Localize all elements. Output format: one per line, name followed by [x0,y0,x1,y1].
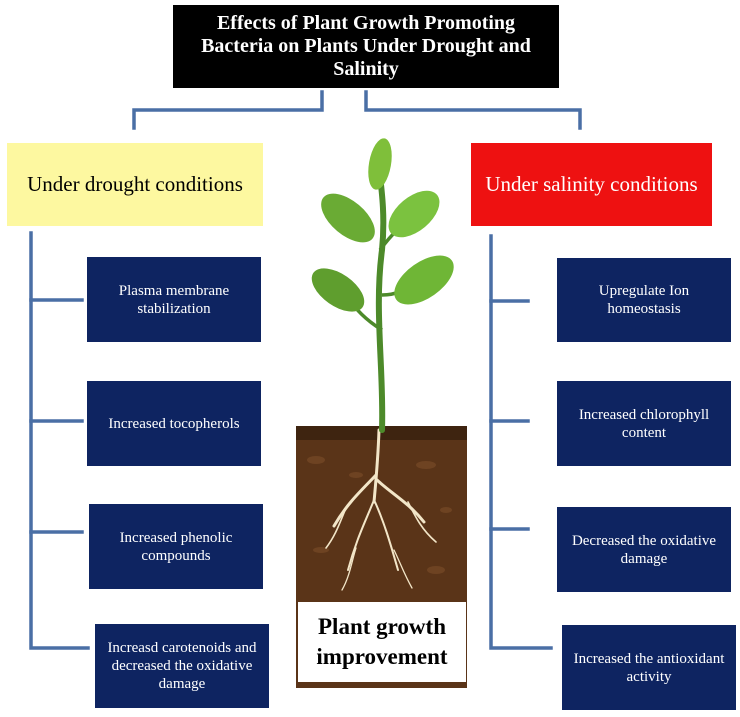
connector-salinity-trunk [489,234,553,650]
drought-effect-4: Increasd carotenoids and decreased the o… [95,624,269,708]
drought-effect-2: Increased tocopherols [87,381,261,466]
roots [325,428,437,591]
diagram-title: Effects of Plant Growth Promoting Bacter… [173,5,559,88]
salinity-header: Under salinity conditions [471,143,712,226]
leaves [311,138,454,312]
salinity-effect-4: Increased the antioxidant activity [562,625,736,710]
drought-effect-1: Plasma membrane stabilization [87,257,261,342]
salinity-effect-3: Decreased the oxidative damage [557,507,731,592]
salinity-effect-2: Increased chlorophyll content [557,381,731,466]
connector-title-to-drought [132,90,324,130]
connector-drought-trunk [29,231,90,650]
plant-growth-improvement-label: Plant growth improvement [298,602,466,682]
connector-title-to-salinity [364,90,582,130]
salinity-effect-1: Upregulate Ion homeostasis [557,258,731,342]
drought-effect-3: Increased phenolic compounds [89,504,263,589]
drought-header: Under drought conditions [7,143,263,226]
